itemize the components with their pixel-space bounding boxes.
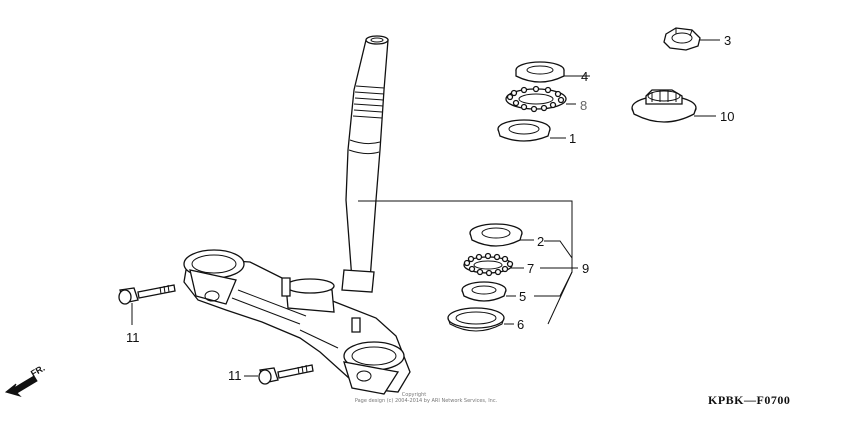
callout-11-lower: 11	[228, 368, 242, 383]
leader-lines	[131, 39, 720, 377]
lock-nut-part-10	[631, 89, 697, 123]
steering-stem-assembly	[183, 35, 411, 395]
callout-3: 3	[724, 33, 731, 48]
bolt-lower	[258, 364, 314, 385]
dust-seal-part-6	[447, 307, 505, 332]
callout-11-upper: 11	[126, 330, 140, 345]
callout-7: 7	[527, 261, 534, 276]
race-part-5	[461, 281, 507, 302]
bolt-upper	[118, 284, 176, 305]
dust-seal-part-4	[515, 61, 565, 83]
front-arrow-icon	[4, 375, 38, 398]
callout-10: 10	[720, 109, 734, 124]
front-direction-indicator: FR.	[4, 363, 47, 398]
ball-race-part-7	[463, 252, 514, 277]
race-part-1	[497, 119, 551, 142]
race-part-2	[469, 223, 523, 247]
callout-5: 5	[519, 289, 526, 304]
callout-6: 6	[517, 317, 524, 332]
callout-8: 8	[580, 98, 587, 113]
diagram-code: KPBK—F0700	[708, 393, 790, 407]
nut-part-3	[663, 27, 701, 51]
front-label: FR.	[29, 363, 47, 379]
callout-labels: 3 4 8 1 10 2 7 9 5 6 11 11	[126, 33, 734, 383]
ball-race-part-8	[505, 85, 567, 113]
callout-9: 9	[582, 261, 589, 276]
callout-1: 1	[569, 131, 576, 146]
callout-4: 4	[581, 69, 588, 84]
callout-2: 2	[537, 234, 544, 249]
copyright-line-1: Copyright	[402, 392, 426, 398]
copyright-line-2: Page design (c) 2004-2014 by ARI Network…	[355, 398, 498, 404]
